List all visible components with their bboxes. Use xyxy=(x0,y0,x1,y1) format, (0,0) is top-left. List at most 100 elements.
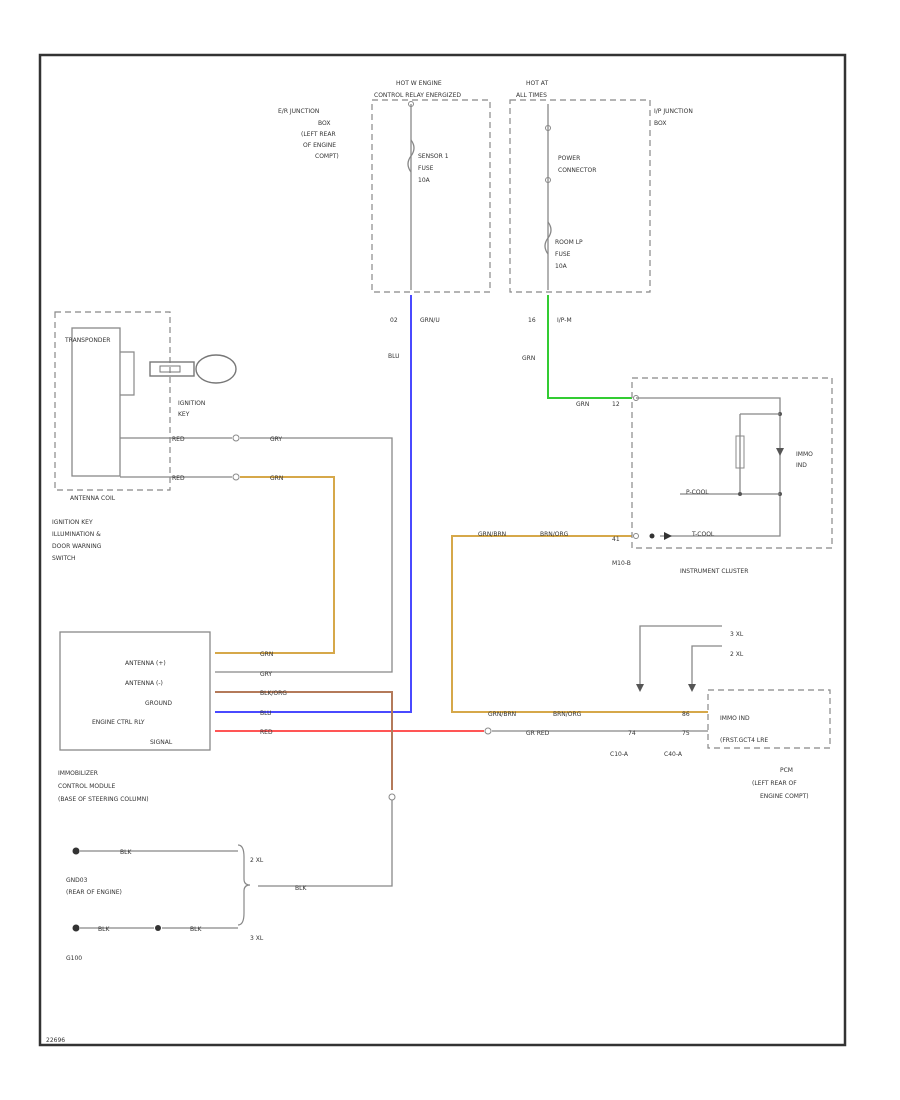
footer-code: 22696 xyxy=(46,1037,65,1044)
cluster-connector: M10-B xyxy=(612,560,631,567)
wire-grn-label: GRN xyxy=(522,355,535,362)
fuse2-header: HOT AT xyxy=(526,80,548,87)
transponder-caption-2: ILLUMINATION & xyxy=(52,531,101,538)
fuse2-rating: 10A xyxy=(555,263,568,270)
pcm-caption-1: PCM xyxy=(780,767,793,774)
cluster-label-pcool: P-COOL xyxy=(686,489,709,496)
pcm-pin-86: 86 xyxy=(682,711,690,718)
wire-grn-ant xyxy=(215,476,335,654)
transponder-title: TRANSPONDER xyxy=(64,337,110,344)
immo-pin-engine-ctrl-rly: ENGINE CTRL RLY xyxy=(92,719,145,726)
wire-gry xyxy=(215,437,393,673)
wire-brn-org-b: BRN/ORG xyxy=(553,711,582,718)
ground-ref-3xl: 3 XL xyxy=(250,935,264,942)
fuse1-pin: 02 xyxy=(390,317,398,324)
wire-blu xyxy=(215,295,412,713)
cluster-label-tcool: T-COOL xyxy=(691,531,715,538)
ground1-name: GND03 xyxy=(66,877,88,884)
pcm-ref-3xl: 3 XL xyxy=(730,631,744,638)
wire-grn-brn xyxy=(451,535,708,713)
wire-grn xyxy=(547,295,632,399)
fuse2-header2: ALL TIMES xyxy=(516,92,547,99)
fuse1-header2: CONTROL RELAY ENERGIZED xyxy=(374,92,461,99)
fuse1-location-3: (LEFT REAR xyxy=(301,131,336,138)
pcm-box-label-2: (FRST.GCT4 LRE xyxy=(720,737,768,744)
fuse1-header: HOT W ENGINE xyxy=(396,80,442,87)
wire-blu-label: BLU xyxy=(388,353,400,360)
cluster-pin-41: 41 xyxy=(612,536,620,543)
transponder-caption-4: SWITCH xyxy=(52,555,76,562)
ground-wire-2: BLK xyxy=(98,926,110,933)
wire-blk-org-label: BLK/ORG xyxy=(260,690,287,697)
immo-pin-signal: SIGNAL xyxy=(150,739,173,746)
fuse1-name: SENSOR 1 xyxy=(418,153,449,160)
pcm-caption-2: (LEFT REAR OF xyxy=(752,780,797,787)
fuse2-wire: I/P-M xyxy=(557,317,572,324)
fuse1-wire: GRN/U xyxy=(420,317,440,324)
wire-blk-label: BLK xyxy=(295,885,307,892)
immo-caption-1: IMMOBILIZER xyxy=(58,770,98,777)
diagram-frame xyxy=(38,53,847,1047)
ip-junction-box: HOT AT ALL TIMES I/P JUNCTION BOX POWER … xyxy=(509,80,693,324)
fuse1-rating: 10A xyxy=(418,177,431,184)
ignition-key-label-2: KEY xyxy=(178,411,190,418)
transponder-caption-1: IGNITION KEY xyxy=(52,519,93,526)
ignition-key-icon xyxy=(149,354,237,384)
ground-ref-2xl: 2 XL xyxy=(250,857,264,864)
fuse2-type: FUSE xyxy=(555,251,571,258)
er-junction-box: HOT W ENGINE CONTROL RELAY ENERGIZED E/R… xyxy=(278,80,491,324)
fuse1-location-5: COMPT) xyxy=(315,153,339,160)
fuse1-location-2: BOX xyxy=(318,120,330,127)
fuse2-name: ROOM LP xyxy=(555,239,583,246)
pcm-pin-75: 75 xyxy=(682,730,690,737)
wire-grn-label-2: GRN xyxy=(576,401,589,408)
immo-ind-label-1: IMMO xyxy=(796,451,813,458)
wire-grn-ant-label-2: GRN xyxy=(260,651,273,658)
cluster-pin-12: 12 xyxy=(612,401,620,408)
ground1-location: (REAR OF ENGINE) xyxy=(66,889,122,896)
wire-gr-red: GR RED xyxy=(526,730,550,737)
immo-caption-3: (BASE OF STEERING COLUMN) xyxy=(58,796,149,803)
wire-red-label: RED xyxy=(260,729,273,736)
immo-ind-label-2: IND xyxy=(796,462,807,469)
fuse2-location-2: BOX xyxy=(654,120,666,127)
wire-grn-brn-a: GRN/BRN xyxy=(478,531,506,538)
transponder-caption-3: DOOR WARNING xyxy=(52,543,102,550)
immo-pin-ground: GROUND xyxy=(145,700,172,707)
ground2-name: G100 xyxy=(66,955,82,962)
fuse1-type: FUSE xyxy=(418,165,434,172)
fuse1-location-4: OF ENGINE xyxy=(303,142,336,149)
grounds: BLK GND03 (REAR OF ENGINE) BLK BLK G100 … xyxy=(66,844,264,962)
pcm-ref-2xl: 2 XL xyxy=(730,651,744,658)
fuse2-pin: 16 xyxy=(528,317,536,324)
fuse2-connector-2: CONNECTOR xyxy=(558,167,596,174)
pcm-caption-3: ENGINE COMPT) xyxy=(760,793,809,800)
ground-wire-3: BLK xyxy=(190,926,202,933)
antenna-coil-label: ANTENNA COIL xyxy=(70,495,116,502)
wire-gry-label: GRY xyxy=(270,436,282,443)
immo-pin-antenna-pos: ANTENNA (+) xyxy=(125,660,166,667)
immo-caption-2: CONTROL MODULE xyxy=(58,783,115,790)
cluster-caption: INSTRUMENT CLUSTER xyxy=(680,568,748,575)
pcm-connector-c40a: C40-A xyxy=(664,751,683,758)
transponder-switch: TRANSPONDER IGNITION KEY RED RED ANTENNA… xyxy=(52,311,240,562)
pcm: IMMO IND (FRST.GCT4 LRE 3 XL 2 XL C10-A … xyxy=(610,625,831,800)
wire-blu2-label: BLU xyxy=(260,710,272,717)
immobilizer-module: ANTENNA (+) ANTENNA (-) GROUND ENGINE CT… xyxy=(58,631,211,803)
wire-gry-label-2: GRY xyxy=(260,671,272,678)
pcm-connector-c10a: C10-A xyxy=(610,751,629,758)
wire-red-tr-2: RED xyxy=(172,475,185,482)
immo-pin-antenna-neg: ANTENNA (-) xyxy=(125,680,163,687)
wire-blk-org xyxy=(215,691,393,790)
ignition-key-label-1: IGNITION xyxy=(178,400,205,407)
fuse2-connector-1: POWER xyxy=(558,155,580,162)
fuse2-location-1: I/P JUNCTION xyxy=(654,108,693,115)
wire-grn-brn-b: GRN/BRN xyxy=(488,711,516,718)
ground-wire-1: BLK xyxy=(120,849,132,856)
fuse1-location-1: E/R JUNCTION xyxy=(278,108,319,115)
instrument-cluster: IMMO IND P-COOL T-COOL INSTRUMENT CLUSTE… xyxy=(631,377,833,575)
wire-grn-ant-label: GRN xyxy=(270,475,283,482)
wire-red-tr: RED xyxy=(172,436,185,443)
pcm-pin-74: 74 xyxy=(628,730,636,737)
